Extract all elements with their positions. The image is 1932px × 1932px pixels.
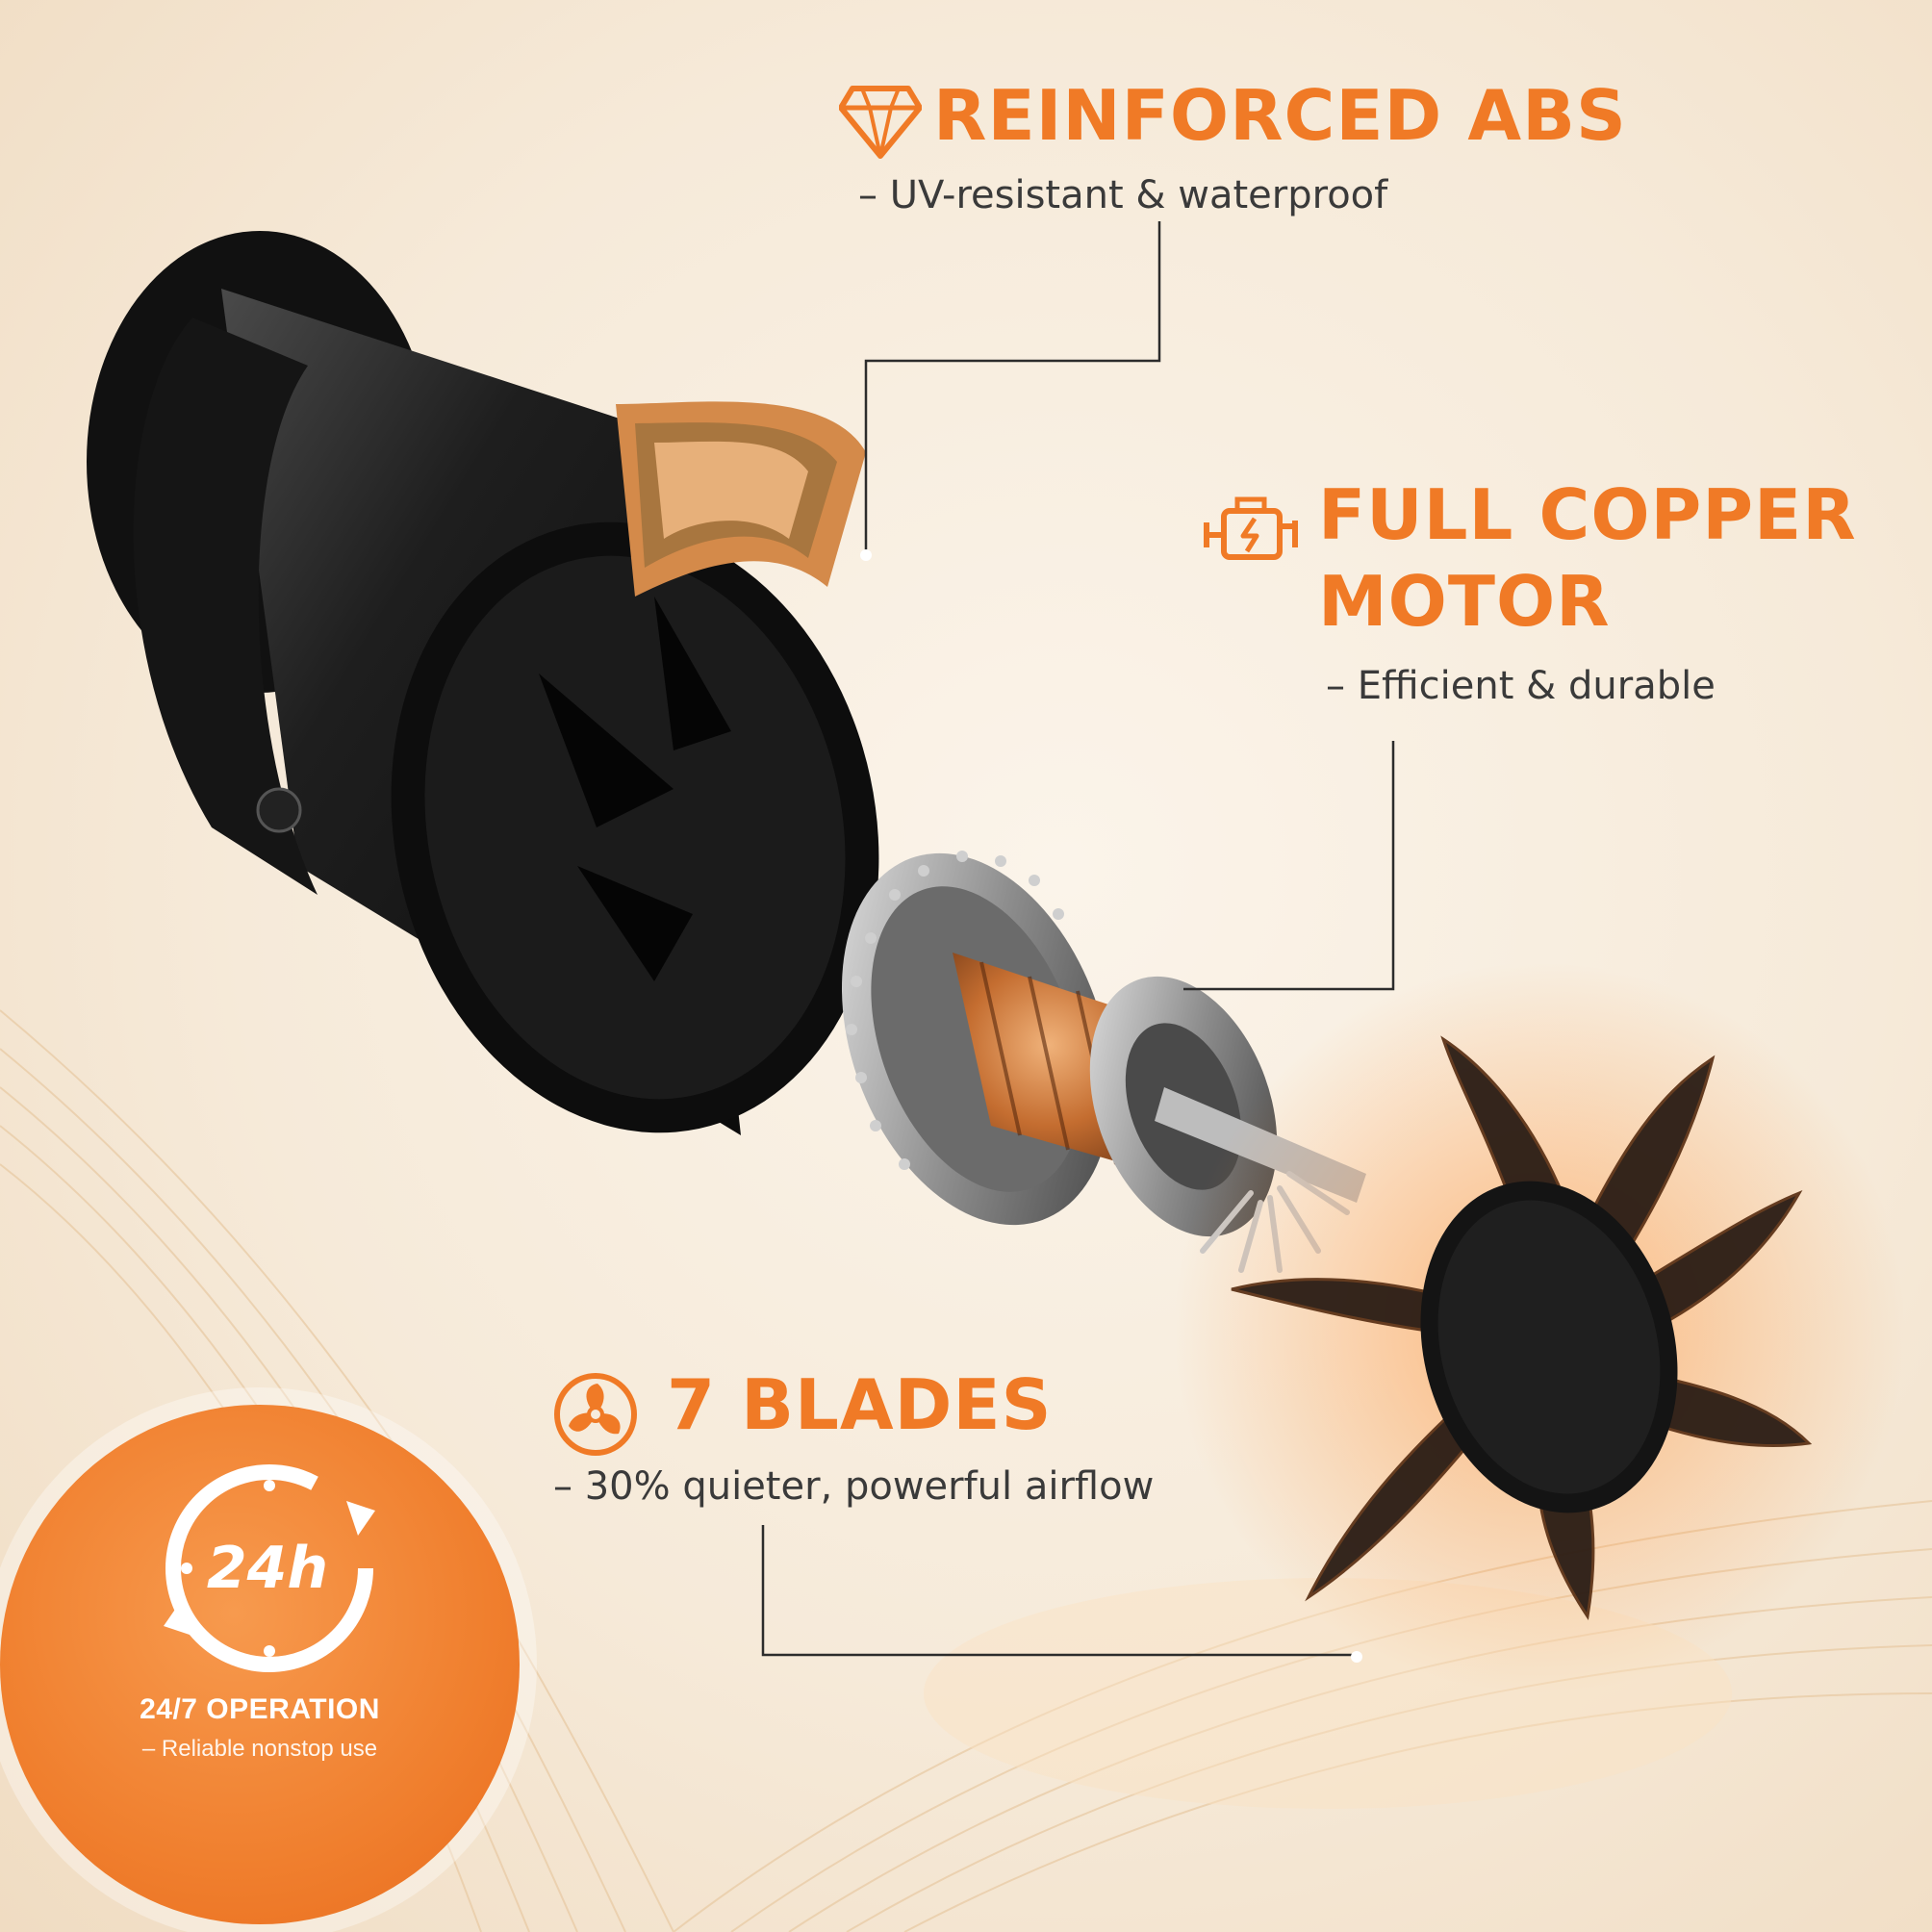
housing-side-port: [256, 787, 302, 833]
blades-title: 7 BLADES: [667, 1364, 1053, 1445]
motor-title-line2: MOTOR: [1318, 561, 1611, 642]
motor-callout-line: [1183, 741, 1395, 991]
motor-subtitle: – Efficient & durable: [1326, 664, 1716, 708]
badge-icon-text: 24h: [207, 1535, 328, 1602]
badge-title: 24/7 OPERATION: [140, 1693, 380, 1725]
motor-title-line1: FULL COPPER: [1318, 474, 1857, 555]
engine-icon: [1204, 496, 1298, 560]
fan-icon: [554, 1373, 637, 1456]
blades-callout-line: [761, 1525, 1357, 1657]
operation-badge: 24h 24/7 OPERATION – Reliable nonstop us…: [0, 1405, 520, 1924]
badge-subtitle: – Reliable nonstop use: [141, 1736, 378, 1762]
abs-title: REINFORCED ABS: [933, 75, 1627, 156]
diamond-icon: [839, 86, 922, 159]
blades-subtitle: – 30% quieter, powerful airflow: [553, 1464, 1155, 1509]
clock-24h-icon: 24h: [164, 1464, 375, 1672]
abs-callout-line: [864, 221, 1161, 553]
abs-subtitle: – UV-resistant & waterproof: [858, 173, 1388, 217]
